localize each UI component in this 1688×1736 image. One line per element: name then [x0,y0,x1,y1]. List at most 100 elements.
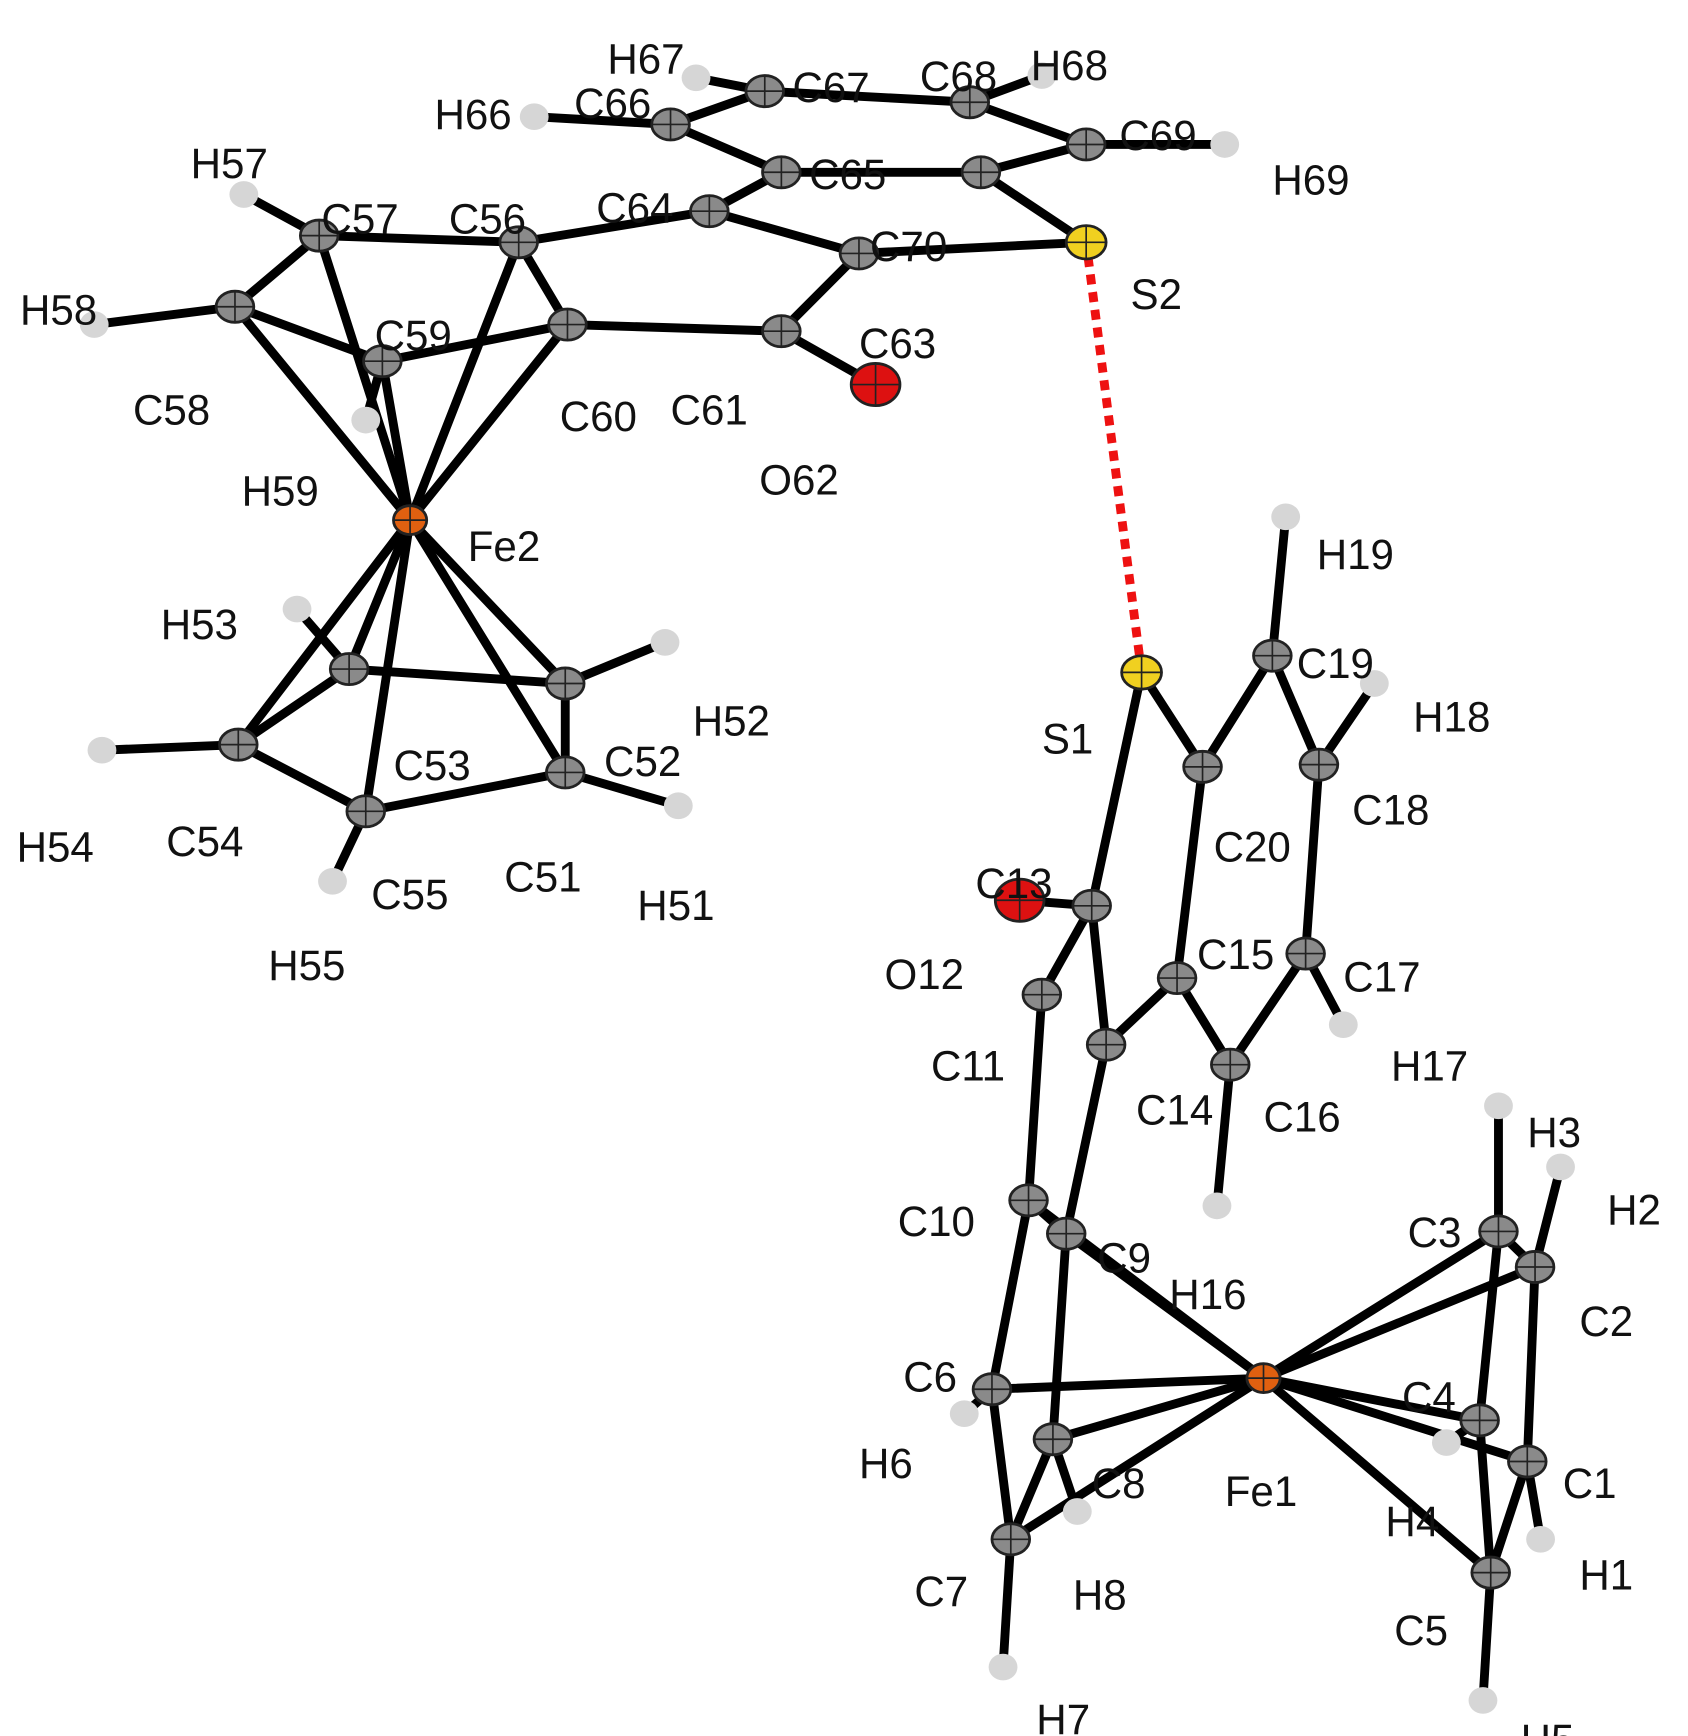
atom-H54 [87,736,117,764]
bond-C6-C7 [987,1384,1016,1544]
bond-Fe1-C8 [1048,1373,1268,1444]
atom-label-C4: C4 [1402,1373,1456,1420]
atom-H17 [1328,1011,1358,1039]
atom-label-C18: C18 [1352,787,1429,834]
bond-Fe2-C55 [361,515,415,816]
atom-C58 [214,289,256,324]
atom-label-Fe2: Fe2 [468,523,541,570]
atom-C16 [1210,1047,1251,1082]
atom-C17 [1285,936,1326,971]
s-s-contact-line [1081,241,1146,673]
atom-label-C51: C51 [504,853,581,900]
atom-label-H54: H54 [17,823,94,870]
atom-label-C53: C53 [393,742,470,789]
bond-Fe2-C60 [405,320,572,525]
atom-H55 [318,868,347,895]
bond-C53-C54 [233,664,354,750]
atom-C18 [1298,747,1340,782]
atom-label-H66: H66 [434,91,511,138]
bond-Fe2-C54 [233,515,415,750]
bond-C66-H66 [529,112,675,129]
atom-label-S1: S1 [1042,715,1094,762]
atom-O12 [993,877,1046,923]
atom-H67 [681,64,711,92]
bond-C10-C6 [987,1195,1033,1394]
bond-C19-C18 [1267,651,1324,770]
atom-C2 [1514,1250,1556,1284]
atom-label-C5: C5 [1394,1607,1448,1654]
bond-C58-H58 [89,302,240,329]
atom-label-H5: H5 [1521,1716,1575,1736]
atom-C59 [362,344,403,379]
bond-C14-C9 [1061,1040,1111,1239]
bond-C20-C19 [1198,651,1277,772]
atom-C20 [1182,749,1223,784]
atom-C63 [838,236,880,271]
bond-C56-C64 [514,206,714,247]
atom-C8 [1032,1422,1074,1457]
atom-H19 [1271,503,1301,531]
atom-C53 [328,652,370,687]
atom-label-C19: C19 [1297,640,1374,687]
bond-Fe2-C53 [344,515,415,674]
atom-H16 [1202,1192,1232,1220]
atom-label-H8: H8 [1073,1571,1127,1618]
atom-H8 [1062,1498,1092,1525]
bond-Fe1-C1 [1259,1373,1532,1466]
atom-C54 [218,727,259,762]
atom-Fe2 [392,504,429,536]
atom-H52 [650,629,680,656]
bond-C54-C55 [233,740,371,816]
atom-label-C15: C15 [1197,931,1274,978]
atom-label-C54: C54 [166,818,243,865]
bond-C63-C64 [704,206,864,258]
atom-label-C59: C59 [375,312,452,359]
bond-C20-C15 [1172,762,1207,983]
atom-label-H19: H19 [1317,531,1394,578]
atom-label-C2: C2 [1579,1298,1633,1345]
bond-C2-H2 [1530,1162,1565,1272]
atom-label-H55: H55 [268,942,345,989]
atom-label-C10: C10 [898,1198,975,1245]
atom-H18 [1359,670,1389,697]
bond-C18-C17 [1301,760,1324,959]
atom-label-C69: C69 [1119,112,1196,159]
bond-Fe1-C4 [1259,1373,1485,1425]
atom-label-C13: C13 [975,860,1052,907]
atom-label-O12: O12 [884,951,964,998]
atom-label-C63: C63 [859,320,936,367]
atom-H6 [949,1400,979,1428]
bond-C65-C66 [666,120,786,177]
bond-S1-C13 [1087,667,1147,911]
bond-C16-C17 [1225,949,1311,1070]
atom-C52 [545,666,586,701]
atom-C10 [1008,1183,1049,1218]
atom-C51 [545,755,586,790]
atom-O62 [849,362,902,408]
bond-C60-C61 [563,320,786,336]
atom-label-C17: C17 [1343,953,1420,1000]
atom-C19 [1252,638,1293,673]
bond-C5-H5 [1478,1568,1496,1705]
bond-C1-C5 [1486,1457,1532,1578]
atom-label-C68: C68 [920,53,997,100]
atom-label-C20: C20 [1214,823,1291,870]
atom-label-H57: H57 [191,140,268,187]
atom-label-H52: H52 [693,698,770,745]
atom-H53 [282,595,312,623]
atom-label-C56: C56 [449,195,526,242]
atom-label-C57: C57 [321,195,398,242]
bond-Fe2-C59 [377,356,415,525]
atom-C67 [744,74,785,109]
atom-C4 [1459,1403,1500,1438]
bond-C54-H54 [97,740,243,755]
bond-C4-C3 [1475,1226,1503,1425]
atom-C11 [1021,977,1063,1012]
atom-label-C14: C14 [1136,1087,1213,1134]
atom-label-C3: C3 [1408,1209,1462,1256]
atom-label-H4: H4 [1385,1498,1439,1545]
atom-H59 [351,406,381,434]
atom-label-C60: C60 [560,393,637,440]
atom-label-C67: C67 [792,64,869,111]
